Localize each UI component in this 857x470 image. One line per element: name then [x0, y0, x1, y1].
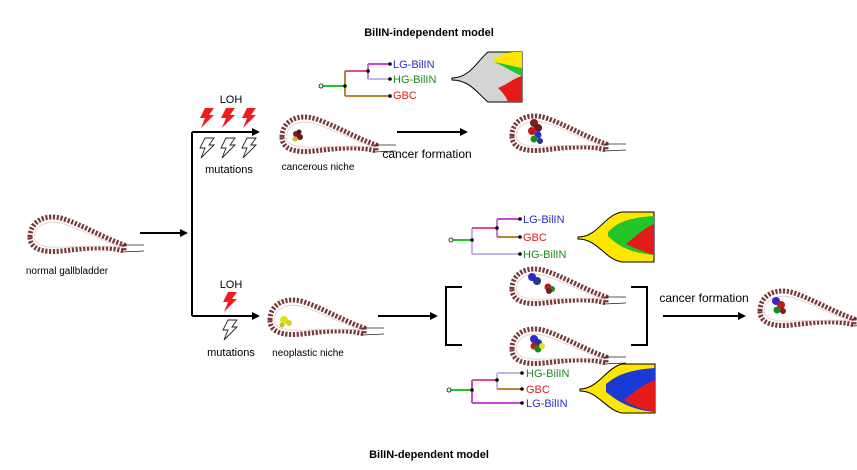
neoplastic-niche-label: neoplastic niche	[272, 348, 344, 359]
left-bracket	[445, 286, 462, 346]
tree-middle-label-1: LG-BilIN	[523, 214, 565, 226]
fish-plot-bottom	[579, 363, 656, 414]
bracket-gallbladder-bottom-icon	[512, 329, 626, 364]
tree-bottom-label-1: HG-BilIN	[526, 368, 569, 380]
lightning-bolt-outline-icon	[241, 137, 257, 159]
mutations-label-bottom: mutations	[207, 347, 255, 359]
cancer-formation-label-top: cancer formation	[382, 147, 471, 161]
lightning-bolt-icon	[221, 108, 235, 128]
lightning-bolt-icon	[242, 108, 256, 128]
mutations-label-top: mutations	[205, 164, 253, 176]
cancer-formation-label-bottom: cancer formation	[659, 291, 748, 305]
lightning-bolt-outline-icon	[222, 319, 238, 341]
lightning-bolt-icon	[223, 292, 237, 312]
tree-bottom-label-2: GBC	[526, 384, 550, 396]
cancer-gallbladder-icon	[512, 116, 626, 151]
fish-plot-top	[451, 51, 523, 103]
cancerous-niche-label: cancerous niche	[282, 162, 355, 173]
normal-gallbladder-label: normal gallbladder	[26, 266, 109, 277]
cancerous-niche-gallbladder-icon	[282, 117, 396, 152]
loh-label-top: LOH	[220, 94, 243, 106]
tree-middle-label-2: GBC	[523, 232, 547, 244]
phylo-tree-bottom	[446, 371, 524, 405]
normal-gallbladder-icon	[30, 217, 144, 252]
fish-plot-middle	[577, 211, 655, 263]
neoplastic-niche-gallbladder-icon	[270, 300, 384, 335]
title-top: BilIN-independent model	[364, 27, 494, 39]
lightning-bolt-outline-icon	[199, 137, 215, 159]
loh-label-bottom: LOH	[220, 279, 243, 291]
tree-top-label-3: GBC	[393, 90, 417, 102]
phylo-tree-top	[318, 62, 392, 98]
right-bracket	[631, 286, 648, 346]
final-cancer-gallbladder-icon	[760, 291, 857, 326]
lightning-bolt-outline-icon	[220, 137, 236, 159]
tree-middle-label-3: HG-BilIN	[523, 249, 566, 261]
title-bottom: BilIN-dependent model	[369, 449, 489, 461]
phylo-tree-middle	[448, 217, 522, 256]
bracket-gallbladder-top-icon	[512, 269, 626, 304]
tree-top-label-2: HG-BilIN	[393, 74, 436, 86]
tree-bottom-label-3: LG-BilIN	[526, 398, 568, 410]
lightning-bolt-icon	[200, 108, 214, 128]
tree-top-label-1: LG-BilIN	[393, 59, 435, 71]
